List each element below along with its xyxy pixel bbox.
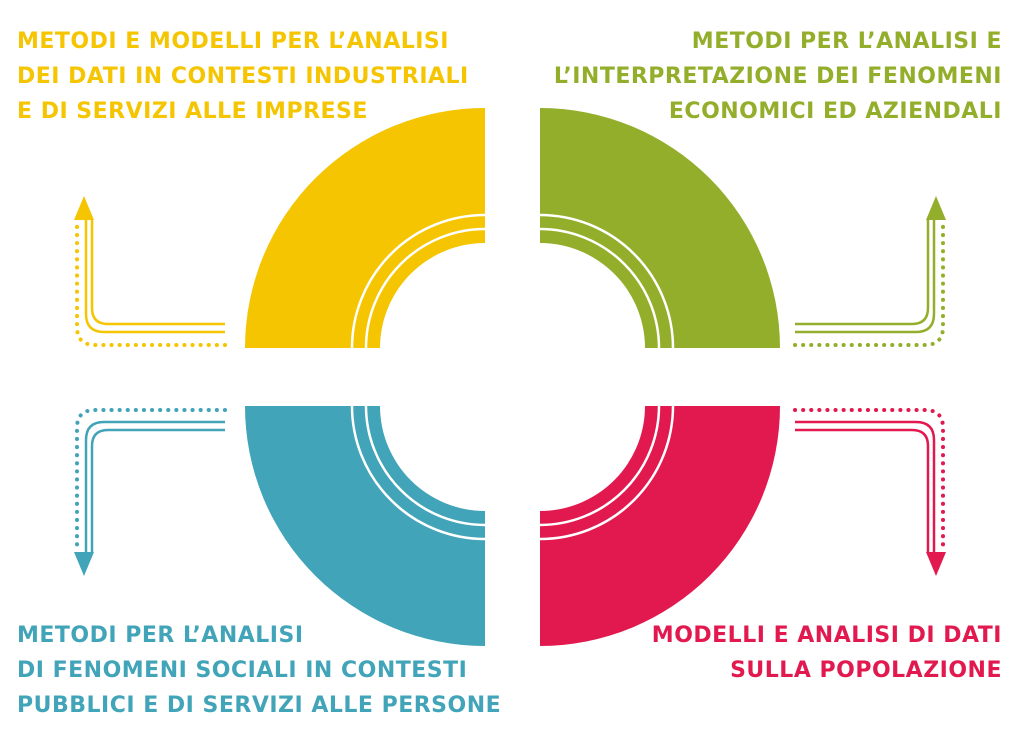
ring-segment-top-right bbox=[539, 108, 780, 349]
label-bottom-right-line-1: Modelli e analisi di dati bbox=[651, 623, 1002, 648]
label-bottom-right: Modelli e analisi di dati sulla popolazi… bbox=[652, 618, 1002, 688]
label-top-right: Metodi per l’analisi e l’interpretazione… bbox=[554, 24, 1002, 129]
label-top-right-line-1: Metodi per l’analisi e bbox=[691, 29, 1002, 54]
label-top-right-line-3: economici ed aziendali bbox=[668, 99, 1002, 124]
arrow-bottom-left bbox=[74, 408, 227, 576]
arrow-top-left bbox=[74, 196, 227, 347]
label-bottom-left-line-3: pubblici e di servizi alle persone bbox=[17, 693, 502, 718]
ring-segment-bottom-left bbox=[245, 405, 486, 646]
arrow-top-right bbox=[793, 196, 946, 347]
label-bottom-left-line-2: di fenomeni sociali in contesti bbox=[17, 658, 468, 683]
arrow-bottom-right bbox=[793, 408, 946, 576]
label-bottom-left: Metodi per l’analisi di fenomeni sociali… bbox=[17, 618, 501, 723]
label-top-right-line-2: l’interpretazione dei fenomeni bbox=[553, 64, 1002, 89]
ring-segment-bottom-right bbox=[539, 405, 780, 646]
label-bottom-left-line-1: Metodi per l’analisi bbox=[17, 623, 304, 648]
label-top-left: Metodi e modelli per l’analisi dei dati … bbox=[17, 24, 469, 129]
label-top-left-line-2: dei dati in contesti industriali bbox=[17, 64, 469, 89]
ring-segment-top-left bbox=[245, 108, 486, 349]
label-top-left-line-3: e di servizi alle imprese bbox=[17, 99, 368, 124]
label-top-left-line-1: Metodi e modelli per l’analisi bbox=[17, 29, 449, 54]
label-bottom-right-line-2: sulla popolazione bbox=[730, 658, 1002, 683]
